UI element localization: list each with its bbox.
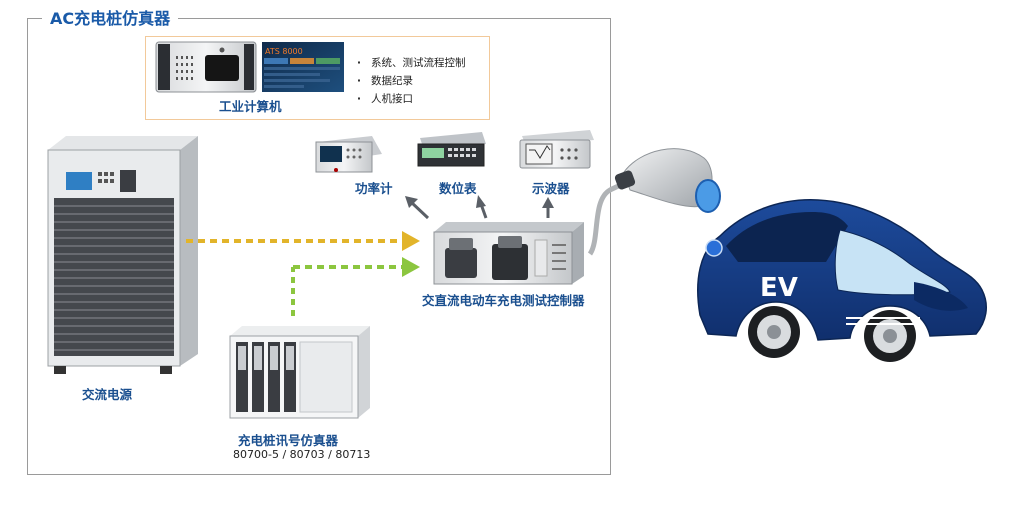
dmm-label: 数位表 — [439, 181, 477, 196]
signal-simulator-label: 充电桩讯号仿真器 — [238, 433, 339, 448]
charging-test-controller — [433, 222, 584, 285]
ats-screen-title: ATS 8000 — [265, 47, 303, 56]
instrument-arrows — [405, 195, 554, 220]
power-meter — [315, 136, 382, 173]
ev-badge: EV — [760, 273, 798, 303]
signal-simulator-models: 80700-5 / 80703 / 80713 — [233, 448, 371, 461]
ipc-feature-item: 数据纪录 — [357, 72, 466, 90]
frame-title: AC充电桩仿真器 — [50, 9, 171, 28]
charging-plug — [614, 148, 721, 213]
industrial-pc-label: 工业计算机 — [219, 99, 282, 114]
ac-source-label: 交流电源 — [82, 387, 133, 402]
digital-multimeter — [417, 132, 486, 167]
ipc-feature-list: 系统、测试流程控制 数据纪录 人机接口 — [357, 54, 466, 108]
oscilloscope-label: 示波器 — [532, 181, 570, 196]
ipc-feature-item: 人机接口 — [357, 90, 466, 108]
ats-software-screen: ATS 8000 — [262, 42, 344, 92]
ev-car — [697, 199, 988, 362]
oscilloscope — [519, 130, 594, 169]
ipc-feature-item: 系统、测试流程控制 — [357, 54, 466, 72]
power-meter-label: 功率计 — [355, 181, 393, 196]
industrial-pc-panel — [145, 36, 490, 120]
industrial-pc-chassis — [155, 41, 257, 93]
controller-label: 交直流电动车充电测试控制器 — [422, 293, 585, 308]
signal-simulator — [229, 326, 370, 419]
frame-title-bg: AC充电桩仿真器 — [42, 8, 179, 30]
ac-power-source — [47, 136, 198, 374]
simulator-frame — [27, 18, 611, 475]
ac-power-arrow — [186, 231, 420, 251]
signal-arrow — [291, 257, 420, 316]
charging-cable — [587, 175, 638, 256]
